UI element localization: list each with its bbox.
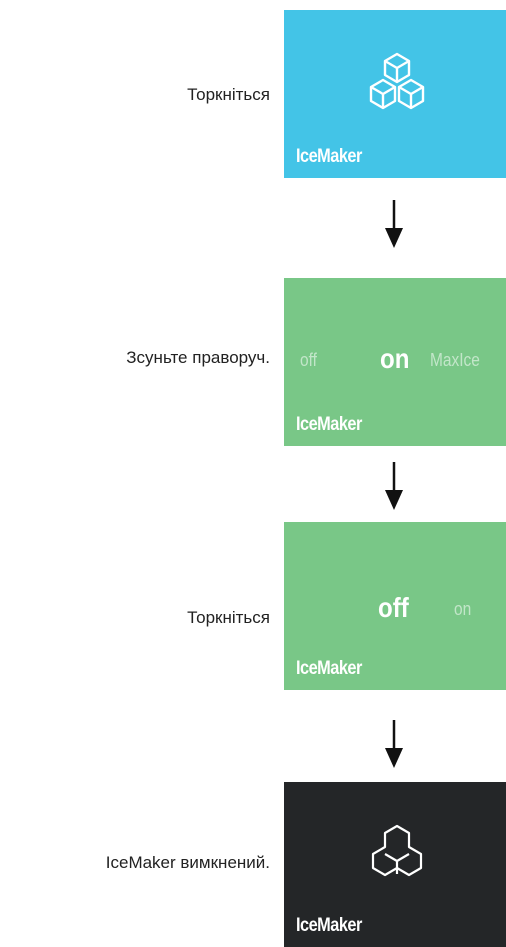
tile-label: IceMaker — [296, 414, 362, 435]
down-arrow-icon — [385, 200, 403, 248]
option-on[interactable]: on — [454, 599, 472, 619]
icemaker-tile-off-state[interactable]: IceMaker — [284, 782, 506, 947]
icemaker-off-icon — [371, 824, 423, 877]
tile-label: IceMaker — [296, 658, 362, 679]
icemaker-cubes-icon — [369, 52, 425, 110]
tile-label: IceMaker — [296, 146, 362, 167]
tile-label: IceMaker — [296, 915, 362, 936]
step-1-instruction: Торкніться — [187, 85, 270, 104]
down-arrow-icon — [385, 462, 403, 510]
step-2-instruction: Зсуньте праворуч. — [126, 348, 270, 367]
step-4-instruction: IceMaker вимкнений. — [105, 853, 270, 872]
step-3-instruction: Торкніться — [187, 608, 270, 627]
icemaker-mode-slider[interactable]: off on MaxIce IceMaker — [284, 278, 506, 446]
option-off-selected[interactable]: off — [378, 592, 409, 623]
icemaker-mode-slider[interactable]: off on IceMaker — [284, 522, 506, 690]
option-off[interactable]: off — [300, 350, 317, 370]
down-arrow-icon — [385, 720, 403, 768]
option-on-selected[interactable]: on — [380, 343, 410, 374]
icemaker-tile-off[interactable]: IceMaker — [284, 10, 506, 178]
option-maxice[interactable]: MaxIce — [430, 350, 480, 370]
